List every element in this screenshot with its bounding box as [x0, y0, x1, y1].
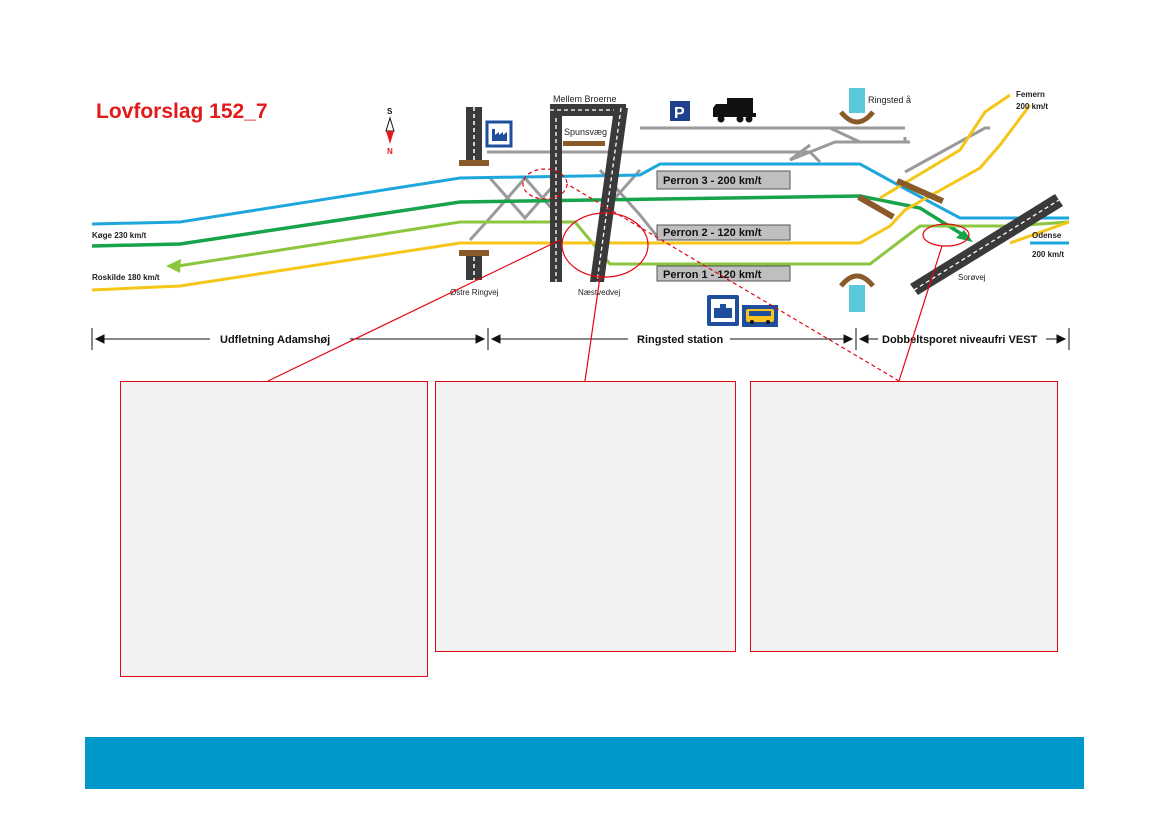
bus-icon: [742, 305, 778, 327]
road-mellem-broerne: [550, 104, 626, 282]
compass-north-label: N: [387, 147, 393, 156]
bridge-sorovej-1: [895, 178, 945, 204]
roskilde-label: Roskilde 180 km/t: [92, 273, 160, 282]
ostre-ringvej-label: Østre Ringvej: [450, 288, 499, 297]
page-title: Lovforslag 152_7: [96, 100, 268, 123]
spunsvaeg-label: Spunsvæg: [564, 127, 607, 137]
section-vest-label: Dobbeltsporet niveaufri VEST: [882, 334, 1038, 346]
road-naestvedvej: [590, 107, 628, 283]
road-ostre-ringvej: [459, 107, 489, 280]
compass-icon: S N: [385, 107, 395, 156]
platform-2: Perron 2 - 120 km/t: [656, 224, 791, 241]
section-ringsted-label: Ringsted station: [637, 334, 723, 346]
train-icon: [707, 295, 739, 326]
mellem-broerne-label: Mellem Broerne: [553, 94, 617, 104]
platform-1: Perron 1 - 120 km/t: [656, 265, 791, 282]
odense-speed-label: 200 km/t: [1032, 250, 1064, 259]
factory-icon: [485, 120, 513, 148]
highlight-callouts: [267, 168, 970, 382]
zoom-box-ringsted: [435, 381, 736, 652]
blue-track: [91, 162, 1069, 226]
femern-label: Femern: [1016, 90, 1045, 99]
highlight-ellipse-2: [561, 212, 649, 278]
compass-south-label: S: [387, 107, 393, 116]
road-sorovej: [910, 194, 1063, 295]
section-udfletning-label: Udfletning Adamshøj: [220, 334, 330, 346]
platform-3: Perron 3 - 200 km/t: [656, 170, 791, 190]
odense-label: Odense: [1032, 231, 1062, 240]
highlight-ellipse-1: [522, 168, 568, 200]
section-dimensions: [91, 328, 1070, 350]
river-ringsted-aa: [839, 88, 875, 312]
green-arrowhead: [956, 230, 973, 242]
naestvedvej-label: Næstvedvej: [578, 288, 620, 297]
truck-icon: [713, 98, 756, 123]
koge-label: Køge 230 km/t: [92, 231, 147, 240]
lightgreen-track: [177, 220, 1070, 268]
platform-2-label: Perron 2 - 120 km/t: [663, 227, 762, 239]
parking-icon: P: [670, 101, 690, 122]
zoom-box-adamshoj: [120, 381, 428, 677]
yellow-track-2: [879, 93, 1011, 200]
sorovej-label: Sorøvej: [958, 273, 986, 282]
platform-1-label: Perron 1 - 120 km/t: [663, 269, 762, 281]
bridge-sorovej-2: [857, 194, 895, 220]
zoom-box-vest: [750, 381, 1058, 652]
femern-speed-label: 200 km/t: [1016, 102, 1048, 111]
green-track: [91, 194, 969, 248]
yellow-track-3: [1009, 220, 1070, 245]
ringsted-aa-label: Ringsted å: [868, 95, 911, 105]
platform-3-label: Perron 3 - 200 km/t: [663, 175, 762, 187]
parking-label: P: [674, 105, 685, 122]
footer-bar: [85, 737, 1084, 789]
spunsvaeg-wall: [563, 141, 605, 146]
yellow-track: [91, 104, 1032, 292]
lightgreen-arrowhead: [166, 259, 181, 273]
highlight-ellipse-3: [922, 223, 970, 247]
